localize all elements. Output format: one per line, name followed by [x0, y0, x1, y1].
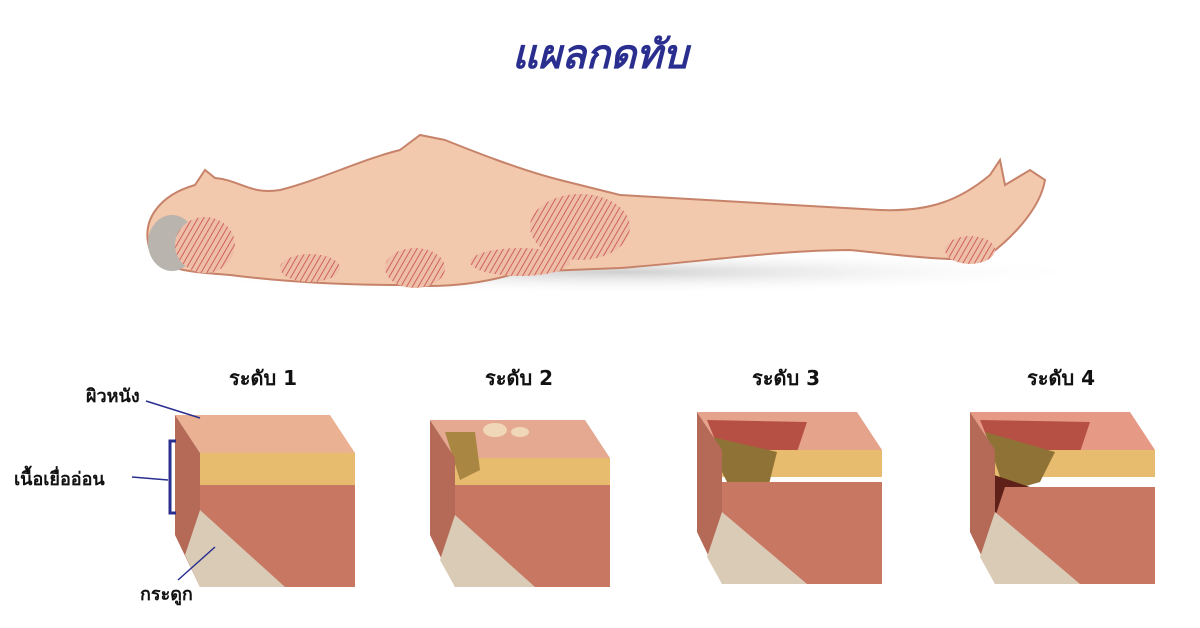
stage-3-label: ระดับ 3: [751, 366, 821, 390]
stage-2-label: ระดับ 2: [484, 366, 554, 390]
stage-1-diagram: [175, 415, 355, 587]
stage-2-diagram: [430, 420, 610, 587]
stage-4-label: ระดับ 4: [1026, 366, 1096, 390]
bone-label: กระดูก: [140, 584, 193, 605]
skin-label: ผิวหนัง: [86, 386, 140, 407]
soft-tissue-label: เนื้อเยื่ออ่อน: [14, 469, 105, 490]
page-title: แผลกดทับ: [512, 32, 688, 78]
annotation-pointers: [131, 400, 216, 581]
supine-body-figure: [140, 133, 1100, 294]
stage-3-diagram: [697, 412, 882, 584]
stage-4-diagram: [970, 412, 1155, 584]
stage-1-label: ระดับ 1: [228, 366, 298, 390]
